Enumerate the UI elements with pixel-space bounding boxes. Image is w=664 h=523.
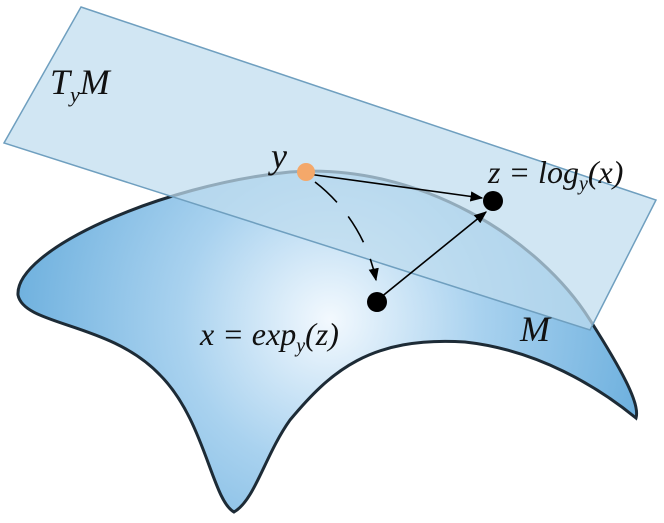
point-z xyxy=(483,191,503,211)
point-x xyxy=(367,292,387,312)
exp-map-label: x = expy(z) xyxy=(199,316,339,357)
point-y-label: y xyxy=(268,136,287,176)
log-map-arrow xyxy=(307,173,484,202)
tangent-space-label: TyM xyxy=(50,62,112,107)
point-y xyxy=(297,163,315,181)
tangent-plane xyxy=(2,6,658,331)
x-to-z-arrow xyxy=(379,211,487,299)
manifold-label: M xyxy=(519,309,552,349)
geodesic-dashed-arrow xyxy=(314,181,379,282)
log-map-label: z = logy(x) xyxy=(487,154,623,195)
